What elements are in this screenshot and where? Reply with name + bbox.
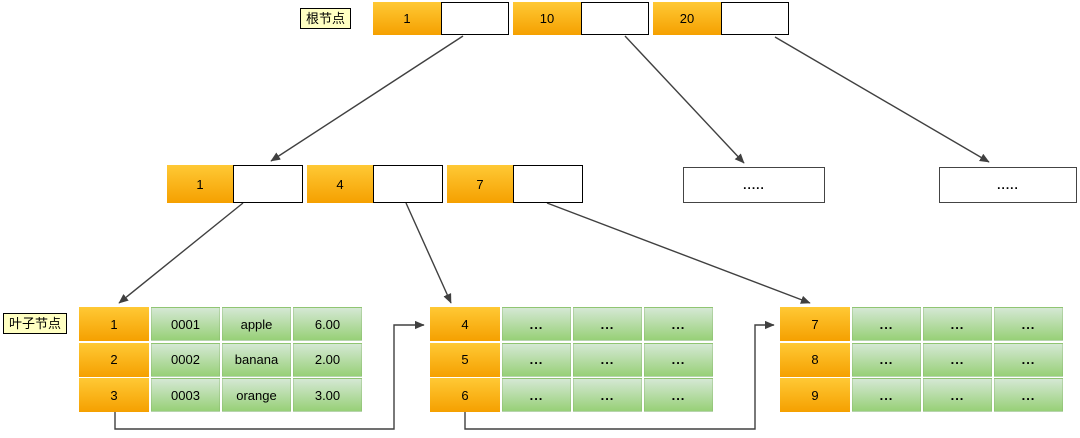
leaf-key-cell: 6 bbox=[430, 378, 500, 412]
leaf-record-cell: ... bbox=[994, 342, 1063, 377]
leaf-key-cell: 7 bbox=[780, 307, 850, 341]
leaf-record-cell: orange bbox=[222, 378, 291, 412]
arrow-root-to-ellipsis-2 bbox=[774, 36, 990, 163]
leaf-record-cell: ... bbox=[852, 307, 921, 341]
leaf-record-cell: ... bbox=[644, 307, 713, 341]
internal-node: 1 4 7 bbox=[167, 165, 583, 203]
leaf-record-cell: ... bbox=[923, 378, 992, 412]
leaf-record-cell: 6.00 bbox=[293, 307, 362, 341]
leaf-node-3: 7 ... ... ... 8 ... ... ... 9 ... ... ..… bbox=[780, 307, 1063, 412]
leaf-record-cell: ... bbox=[923, 307, 992, 341]
internal-node-ellipsis-1: ..... bbox=[683, 167, 825, 203]
leaf-record-cell: 2.00 bbox=[293, 342, 362, 377]
leaf-key-cell: 9 bbox=[780, 378, 850, 412]
leaf-node-label: 叶子节点 bbox=[3, 313, 68, 334]
arrow-internal-to-leaf-3 bbox=[546, 202, 811, 304]
leaf-key-cell: 3 bbox=[79, 378, 149, 412]
root-key-cell: 20 bbox=[653, 2, 721, 35]
internal-pointer-cell bbox=[513, 165, 583, 203]
leaf-record-cell: 0003 bbox=[151, 378, 220, 412]
leaf-record-cell: 3.00 bbox=[293, 378, 362, 412]
leaf-record-cell: ... bbox=[852, 378, 921, 412]
leaf-key-cell: 5 bbox=[430, 342, 500, 377]
leaf-key-cell: 4 bbox=[430, 307, 500, 341]
leaf-record-cell: ... bbox=[573, 342, 642, 377]
internal-node-ellipsis-2: ..... bbox=[939, 167, 1077, 203]
arrow-leaf2-to-leaf3 bbox=[464, 320, 775, 430]
arrow-root-to-internal-left bbox=[270, 35, 464, 162]
arrow-internal-to-leaf-2 bbox=[405, 202, 452, 304]
leaf-record-cell: 0001 bbox=[151, 307, 220, 341]
leaf-key-cell: 8 bbox=[780, 342, 850, 377]
leaf-record-cell: ... bbox=[502, 342, 571, 377]
root-pointer-cell bbox=[581, 2, 649, 35]
leaf-record-cell: ... bbox=[502, 307, 571, 341]
leaf-record-cell: ... bbox=[644, 342, 713, 377]
leaf-key-cell: 2 bbox=[79, 342, 149, 377]
internal-key-cell: 1 bbox=[167, 165, 233, 203]
arrow-internal-to-leaf-1 bbox=[118, 202, 244, 304]
leaf-record-cell: ... bbox=[573, 378, 642, 412]
leaf-node-2: 4 ... ... ... 5 ... ... ... 6 ... ... ..… bbox=[430, 307, 713, 412]
root-key-cell: 1 bbox=[373, 2, 441, 35]
root-node: 1 10 20 bbox=[373, 2, 789, 35]
leaf-node-1: 1 0001 apple 6.00 2 0002 banana 2.00 3 0… bbox=[79, 307, 362, 412]
leaf-record-cell: ... bbox=[994, 307, 1063, 341]
root-key-cell: 10 bbox=[513, 2, 581, 35]
arrow-root-to-ellipsis-1 bbox=[624, 35, 745, 164]
internal-pointer-cell bbox=[233, 165, 303, 203]
leaf-record-cell: apple bbox=[222, 307, 291, 341]
arrow-leaf1-to-leaf2 bbox=[114, 320, 425, 430]
leaf-record-cell: 0002 bbox=[151, 342, 220, 377]
leaf-record-cell: ... bbox=[644, 378, 713, 412]
root-pointer-cell bbox=[721, 2, 789, 35]
internal-key-cell: 7 bbox=[447, 165, 513, 203]
leaf-record-cell: banana bbox=[222, 342, 291, 377]
internal-key-cell: 4 bbox=[307, 165, 373, 203]
leaf-record-cell: ... bbox=[573, 307, 642, 341]
leaf-record-cell: ... bbox=[994, 378, 1063, 412]
root-node-label: 根节点 bbox=[300, 8, 352, 29]
internal-pointer-cell bbox=[373, 165, 443, 203]
leaf-key-cell: 1 bbox=[79, 307, 149, 341]
leaf-record-cell: ... bbox=[852, 342, 921, 377]
leaf-record-cell: ... bbox=[502, 378, 571, 412]
leaf-record-cell: ... bbox=[923, 342, 992, 377]
root-pointer-cell bbox=[441, 2, 509, 35]
